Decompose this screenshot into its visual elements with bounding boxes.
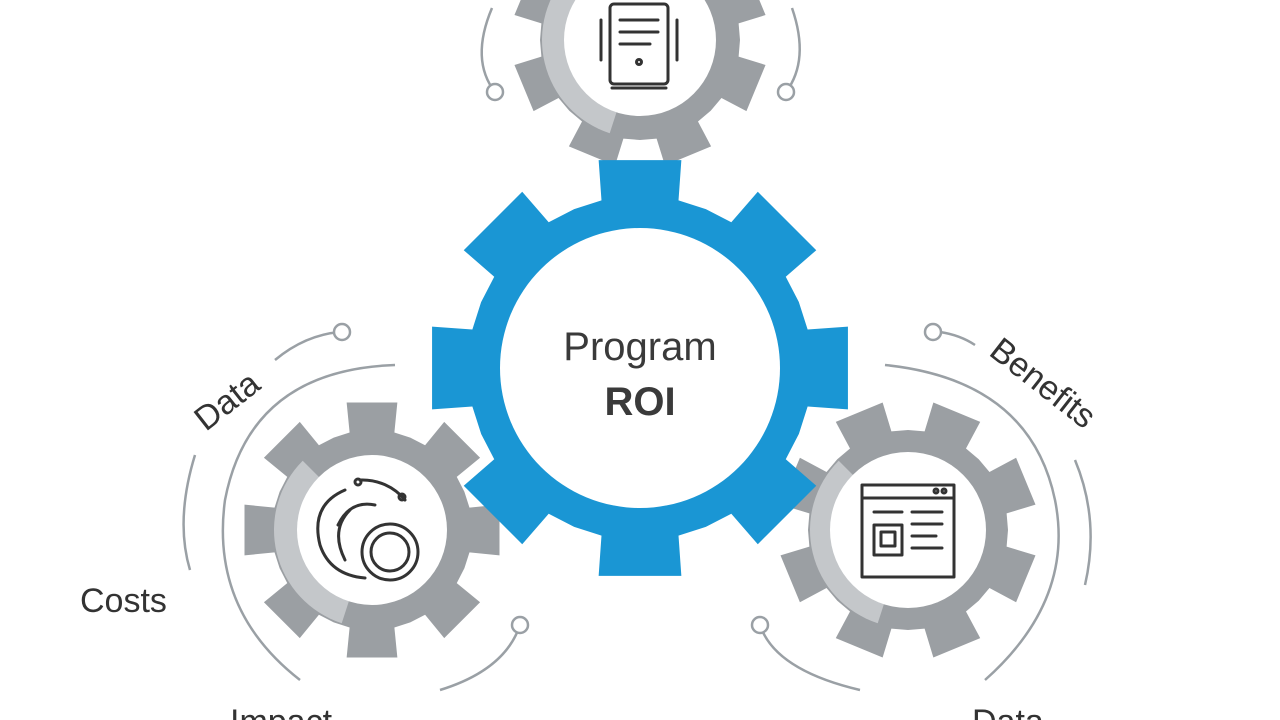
arc-left-inner <box>221 363 396 681</box>
gear-right <box>780 402 1036 658</box>
center-title-line2: ROI <box>604 380 675 424</box>
arc-left-outer <box>274 330 341 361</box>
center-title-line1: Program <box>563 325 716 369</box>
label-data-right: Data <box>972 703 1044 720</box>
label-costs: Costs <box>80 582 167 620</box>
arc-left-bottom <box>439 624 522 692</box>
arc-right-inner <box>884 363 1060 681</box>
connector-arcs <box>182 7 1092 692</box>
arc-right-outer <box>939 330 976 347</box>
arc-top-right <box>784 7 801 93</box>
gear-center-hub <box>500 228 780 508</box>
tablet-document-icon <box>599 2 679 90</box>
arc-left-far <box>182 454 197 571</box>
label-benefits: Benefits <box>983 331 1103 437</box>
gear-center <box>432 160 848 576</box>
gear-right-hub <box>830 452 986 608</box>
arc-top-left <box>480 7 496 93</box>
label-impact: Impact <box>230 703 333 720</box>
dashboard-window-icon <box>860 483 956 579</box>
arc-right-far <box>1073 459 1092 586</box>
coins-icon <box>316 477 420 582</box>
arc-right-bottom <box>758 624 861 692</box>
